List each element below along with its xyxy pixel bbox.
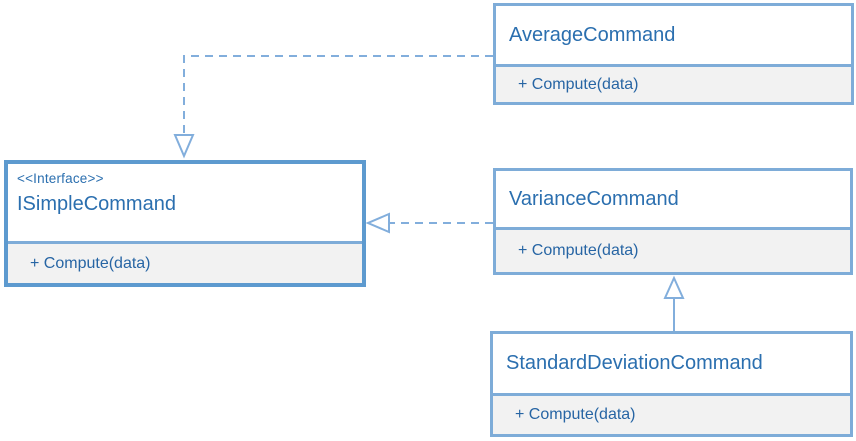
inheritance-standarddeviation-to-variance <box>663 275 685 331</box>
class-name: ISimpleCommand <box>17 193 176 215</box>
class-box-standarddeviationcommand: StandardDeviationCommand + Compute(data) <box>490 331 853 437</box>
class-box-averagecommand: AverageCommand + Compute(data) <box>493 3 854 105</box>
method-label: + Compute(data) <box>518 75 639 93</box>
class-box-variancecommand: VarianceCommand + Compute(data) <box>493 168 853 275</box>
class-methods-compartment: + Compute(data) <box>496 64 851 102</box>
class-header: VarianceCommand <box>496 171 850 227</box>
method-label: + Compute(data) <box>515 406 636 423</box>
class-header: <<Interface>> ISimpleCommand <box>8 164 362 241</box>
method-label: + Compute(data) <box>518 242 639 259</box>
class-header: StandardDeviationCommand <box>493 334 850 393</box>
class-box-isimplecommand: <<Interface>> ISimpleCommand + Compute(d… <box>4 160 366 287</box>
class-name: StandardDeviationCommand <box>506 352 763 374</box>
class-methods-compartment: + Compute(data) <box>8 241 362 283</box>
class-methods-compartment: + Compute(data) <box>496 227 850 272</box>
realization-variance-to-isimplecommand <box>365 212 493 234</box>
method-label: + Compute(data) <box>30 254 151 272</box>
class-methods-compartment: + Compute(data) <box>493 393 850 434</box>
class-name: AverageCommand <box>509 23 676 46</box>
class-name: VarianceCommand <box>509 187 679 210</box>
interface-stereotype: <<Interface>> <box>17 171 104 186</box>
realization-average-to-isimplecommand <box>173 55 493 159</box>
class-header: AverageCommand <box>496 6 851 64</box>
